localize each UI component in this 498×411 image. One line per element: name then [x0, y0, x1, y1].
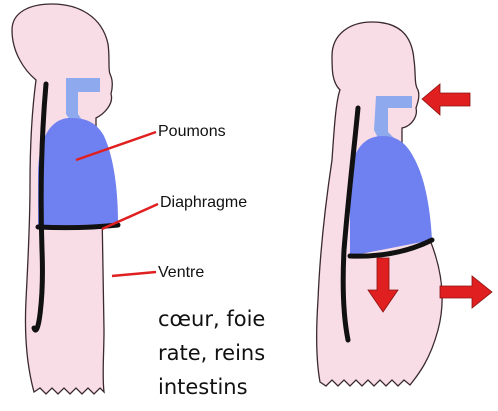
- organs-line-2: rate, reins: [158, 341, 265, 365]
- lungs-label: Poumons: [158, 123, 226, 140]
- belly-out-arrow-icon: [440, 276, 492, 308]
- air-intake-arrow-icon: [422, 84, 470, 115]
- exhale-figure: [12, 4, 118, 394]
- lungs-right: [350, 136, 432, 256]
- diaphragm-label: Diaphragme: [160, 194, 247, 211]
- belly-pointer-line: [112, 272, 156, 276]
- organs-line-3: intestins: [158, 375, 248, 399]
- lungs: [38, 118, 118, 226]
- organs-line-1: cœur, foie: [158, 307, 265, 331]
- inhale-figure: [317, 22, 442, 386]
- belly-label: Ventre: [158, 264, 204, 281]
